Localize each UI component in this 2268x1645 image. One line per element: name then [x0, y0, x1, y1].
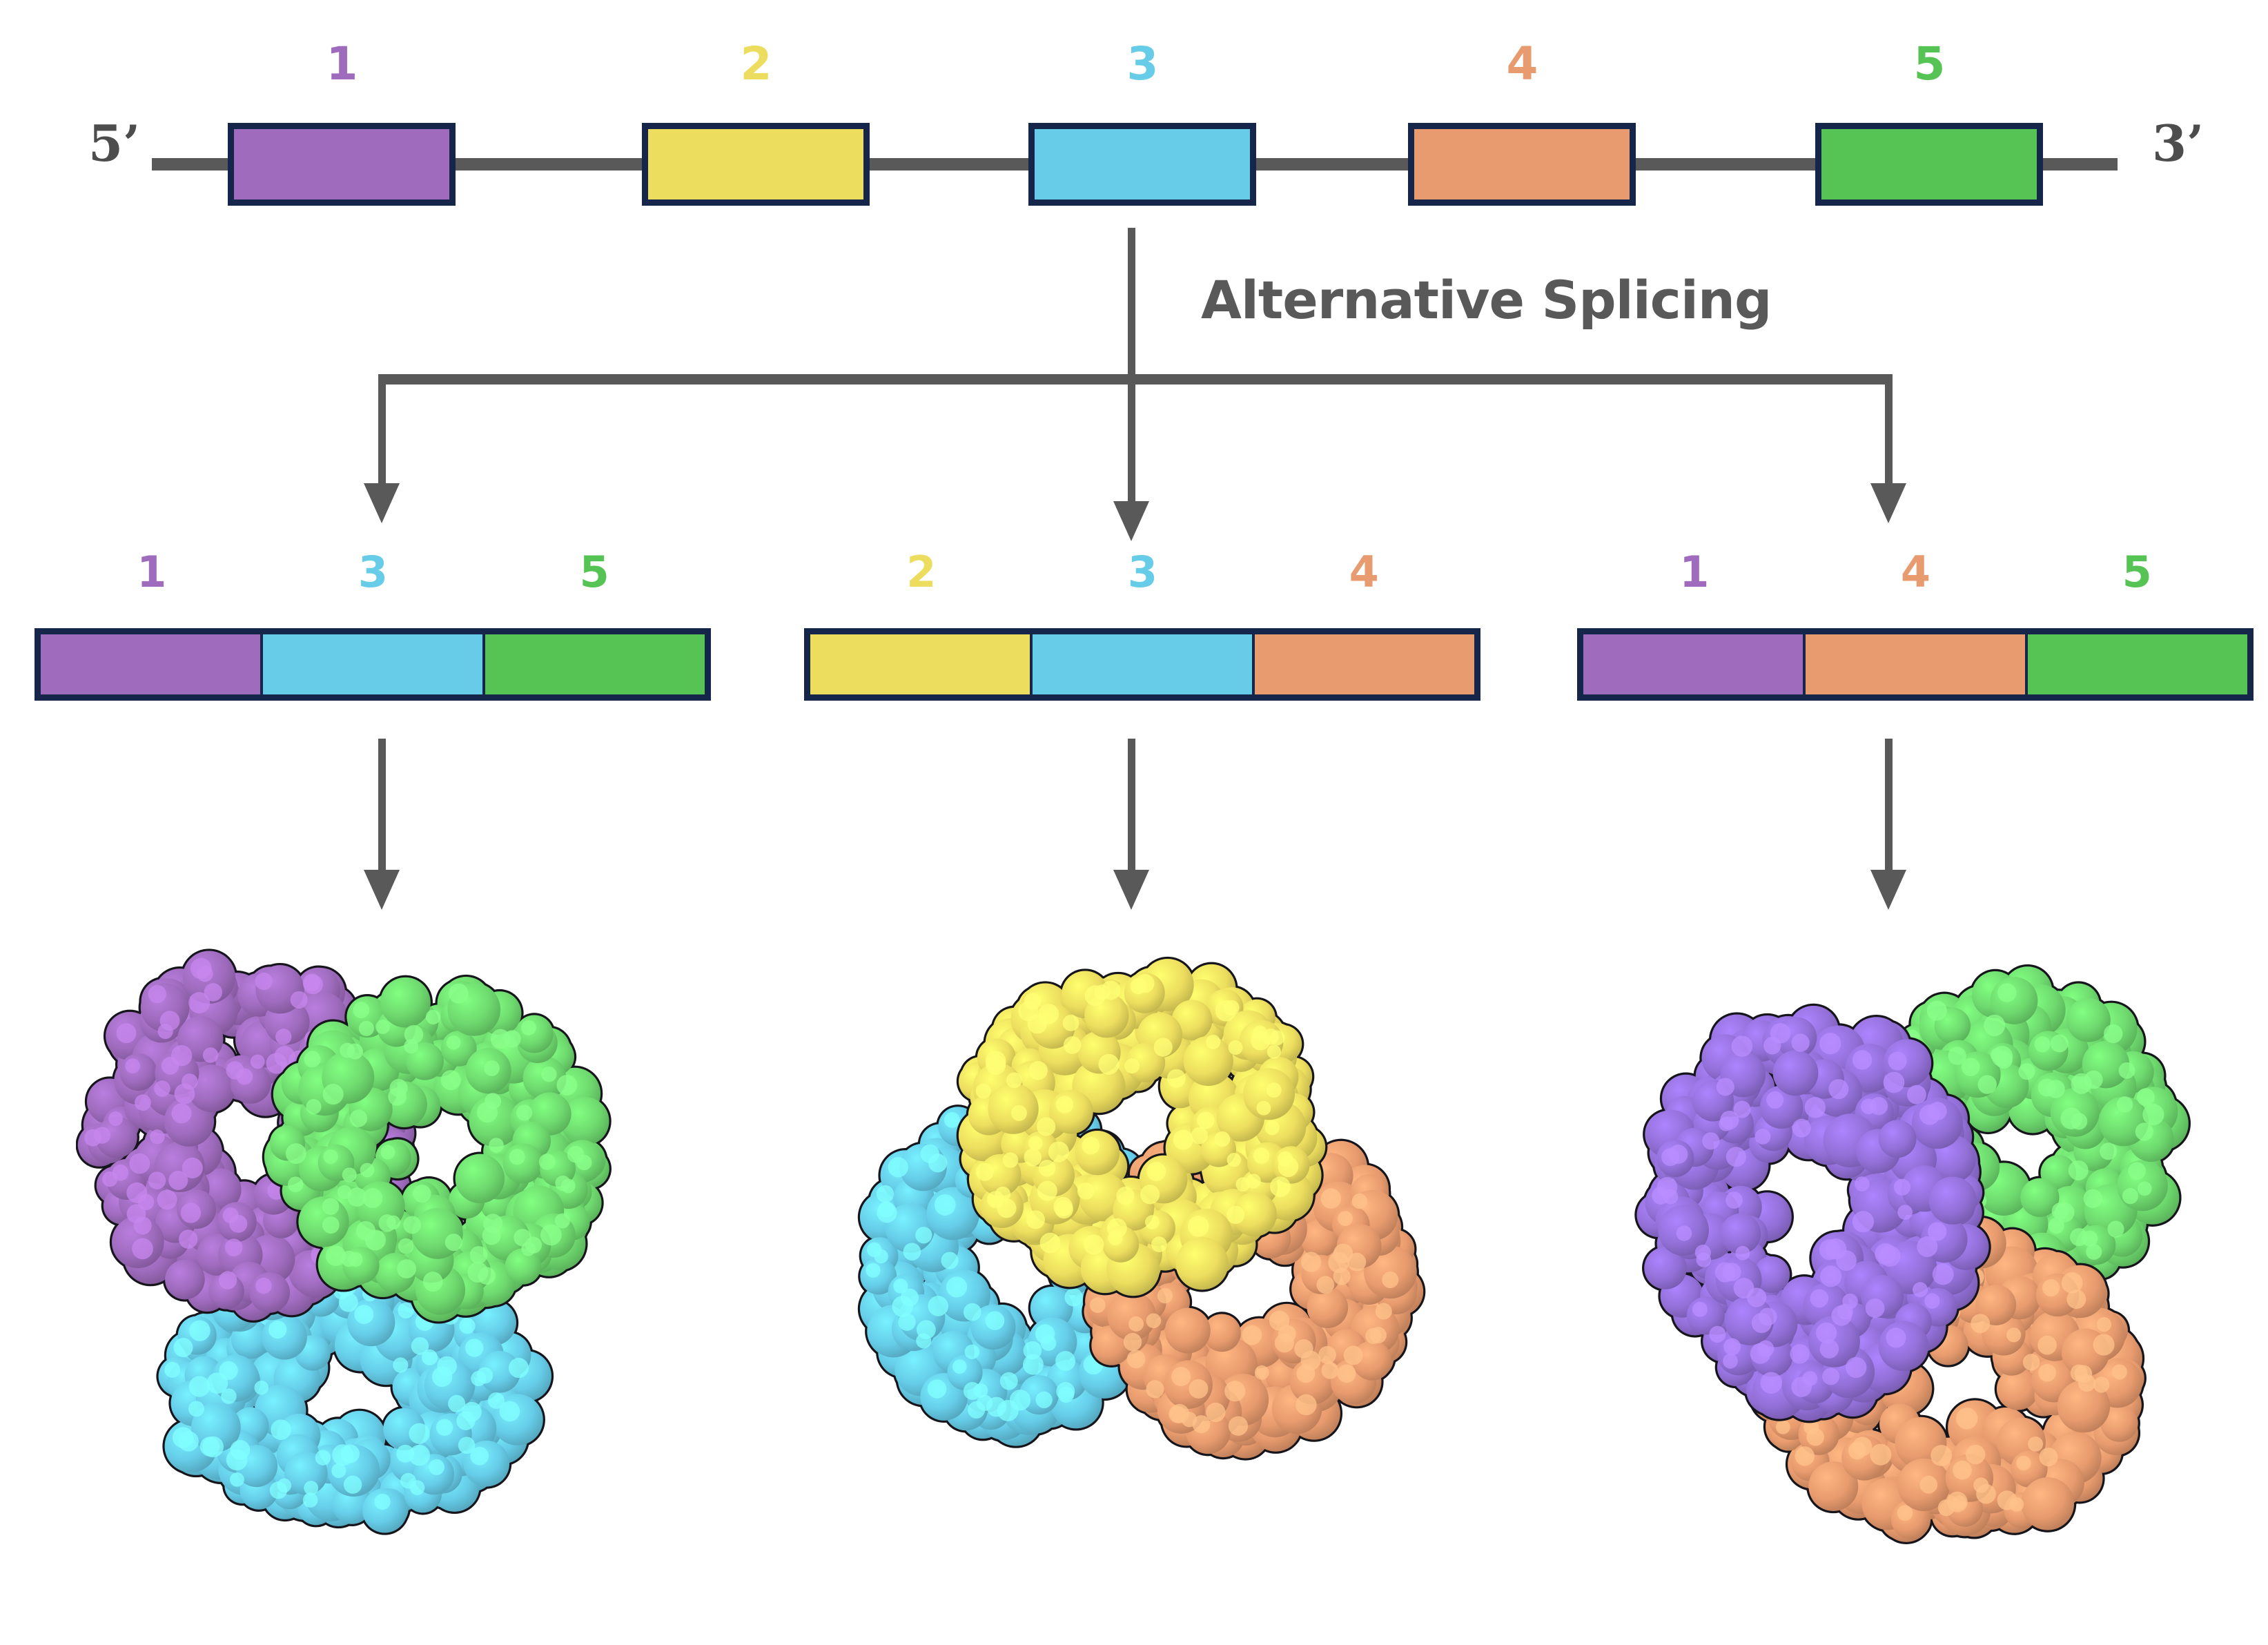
isoform-2-number-label-4: 4 — [1349, 547, 1379, 597]
gene-backbone-segment — [456, 158, 642, 171]
splice-trunk-line — [1128, 228, 1135, 378]
protein-3 — [1629, 911, 2209, 1560]
exon-number-label-3: 3 — [1126, 37, 1159, 90]
isoform-1-bar[interactable] — [35, 628, 711, 701]
gene-backbone-segment — [870, 158, 1028, 171]
protein-3-spacefill-model — [1634, 964, 2191, 1545]
splice-arrow-head-1 — [364, 483, 400, 523]
isoform-2-number-label-3: 3 — [1127, 547, 1157, 597]
exon-box-4[interactable] — [1408, 123, 1636, 206]
isoform-2-segment-2[interactable] — [810, 634, 1033, 694]
splice-arrow-shaft-3 — [1885, 378, 1893, 490]
three-prime-label: 3’ — [2152, 114, 2205, 173]
isoform-3-number-label-4: 4 — [1900, 547, 1930, 597]
protein-2-spacefill-model — [857, 956, 1426, 1461]
exon-number-label-1: 1 — [326, 37, 358, 90]
exon-number-label-2: 2 — [740, 37, 772, 90]
translation-arrow-head-2 — [1113, 870, 1149, 910]
splice-arrow-head-3 — [1870, 483, 1906, 523]
isoform-3-bar[interactable] — [1577, 628, 2254, 701]
isoform-2-bar[interactable] — [804, 628, 1480, 701]
isoform-2-number-label-2: 2 — [906, 547, 936, 597]
splice-branch-bar — [378, 374, 1893, 385]
isoform-3-number-label-5: 5 — [2122, 547, 2152, 597]
exon-box-1[interactable] — [228, 123, 456, 206]
splice-arrow-shaft-1 — [378, 378, 386, 490]
isoform-3-number-label-1: 1 — [1679, 547, 1709, 597]
protein-1-domain-3 — [156, 1245, 554, 1535]
translation-arrow-head-1 — [364, 870, 400, 910]
isoform-1-number-label-5: 5 — [579, 547, 609, 597]
splice-arrow-head-2 — [1113, 501, 1149, 541]
protein-2 — [839, 925, 1432, 1498]
translation-arrow-shaft-3 — [1885, 739, 1893, 877]
isoform-3-segment-1[interactable] — [1583, 634, 1806, 694]
isoform-3-segment-5[interactable] — [2028, 634, 2247, 694]
gene-backbone-segment — [2043, 158, 2118, 171]
gene-backbone-segment — [1636, 158, 1815, 171]
exon-number-label-5: 5 — [1913, 37, 1946, 90]
exon-box-3[interactable] — [1028, 123, 1256, 206]
protein-1-spacefill-model — [76, 948, 612, 1535]
exon-box-5[interactable] — [1815, 123, 2043, 206]
gene-backbone-segment — [152, 158, 228, 171]
protein-1-domain-5 — [262, 974, 612, 1324]
isoform-1-segment-5[interactable] — [485, 634, 705, 694]
exon-number-label-4: 4 — [1506, 37, 1538, 90]
translation-arrow-head-3 — [1870, 870, 1906, 910]
isoform-2-segment-3[interactable] — [1033, 634, 1255, 694]
translation-arrow-shaft-2 — [1128, 739, 1135, 877]
isoform-2-segment-4[interactable] — [1255, 634, 1474, 694]
protein-3-domain-1 — [1634, 1003, 1991, 1423]
isoform-1-number-label-1: 1 — [137, 547, 166, 597]
isoform-1-segment-1[interactable] — [41, 634, 263, 694]
translation-arrow-shaft-1 — [378, 739, 386, 877]
exon-box-2[interactable] — [642, 123, 870, 206]
alternative-splicing-label: Alternative Splicing — [1201, 269, 1772, 331]
isoform-3-segment-4[interactable] — [1806, 634, 2028, 694]
gene-backbone-segment — [1256, 158, 1408, 171]
five-prime-label: 5’ — [88, 114, 141, 173]
splice-arrow-shaft-2 — [1128, 378, 1135, 508]
protein-2-domain-2 — [956, 956, 1328, 1298]
isoform-1-segment-3[interactable] — [263, 634, 485, 694]
isoform-1-number-label-3: 3 — [358, 547, 388, 597]
protein-1 — [76, 911, 642, 1560]
